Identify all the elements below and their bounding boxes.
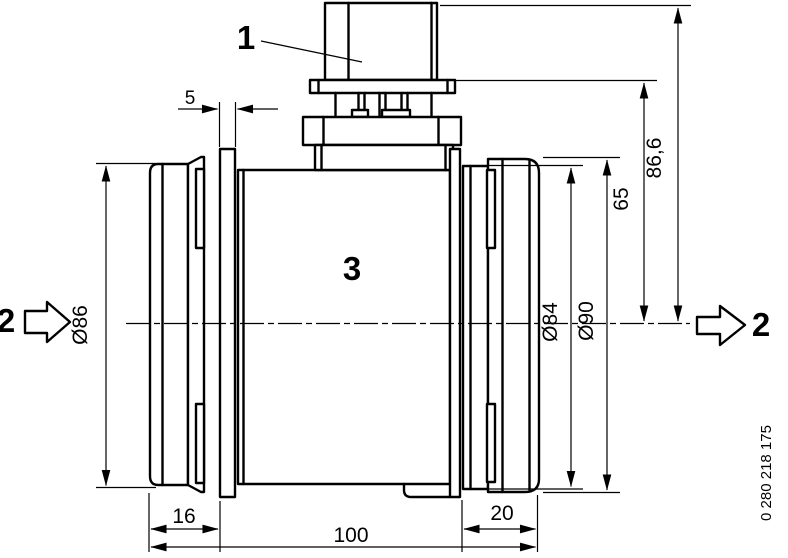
connector-standoff-ribs: [334, 91, 433, 119]
flow-in-label: 2: [0, 302, 15, 339]
flow-arrow-left-icon: [23, 300, 72, 344]
inlet-slot-top: [194, 167, 206, 250]
dimension-outlet-length: 20: [461, 495, 539, 552]
body-bottom-tab: [402, 482, 452, 499]
dim-100-label: 100: [333, 524, 368, 547]
callout-1-label: 1: [237, 19, 255, 56]
connector-base-housing: [313, 143, 455, 172]
dim-65-label: 65: [610, 187, 633, 210]
electrical-connector: [301, 1, 463, 172]
callout-1-leader: [260, 40, 363, 63]
outlet-flange: [461, 157, 541, 494]
flow-out-label: 2: [752, 306, 770, 343]
dimension-inlet-length: 16: [148, 493, 221, 552]
dim-d84-label: Ø84: [539, 302, 562, 342]
inlet-slot-bottom: [194, 402, 206, 485]
connector-plug: [323, 1, 439, 82]
part-number: 0 280 218 175: [758, 425, 775, 521]
dimension-height-overall: 86,6: [440, 4, 691, 322]
outlet-slot-bottom: [485, 402, 497, 484]
dim-d90-label: Ø90: [575, 301, 598, 341]
outlet-sleeve: [461, 164, 490, 491]
flow-arrow-right-icon: [695, 304, 747, 347]
flow-direction-left: 2: [0, 300, 72, 344]
flow-direction-right: 2: [695, 304, 770, 347]
sensor-main-body: [236, 168, 452, 499]
dim-20-label: 20: [490, 502, 513, 525]
dimension-outlet-inner-diameter: Ø84: [487, 164, 583, 490]
dimension-plate-width: 5: [178, 88, 278, 147]
dimension-height-65: 65: [455, 79, 657, 322]
connector-mid-block: [301, 115, 463, 147]
dim-86-6-label: 86,6: [643, 138, 666, 179]
dim-5-label: 5: [185, 88, 196, 109]
dimension-outlet-outer-diameter: Ø90: [543, 156, 620, 494]
body-outline: [236, 168, 452, 486]
outlet-shell: [486, 157, 541, 494]
outlet-slot-top: [485, 168, 497, 250]
inlet-cup: [148, 162, 190, 487]
callout-connector: 1: [237, 19, 363, 63]
inlet-fitting: [148, 155, 206, 494]
dimension-inlet-diameter: Ø86: [69, 162, 156, 489]
connector-flange-plate: [308, 78, 457, 95]
dimension-overall-length: 100: [150, 524, 537, 552]
callout-body-label: 3: [343, 250, 361, 287]
dim-16-label: 16: [172, 505, 195, 528]
dim-d86-label: Ø86: [69, 305, 92, 345]
